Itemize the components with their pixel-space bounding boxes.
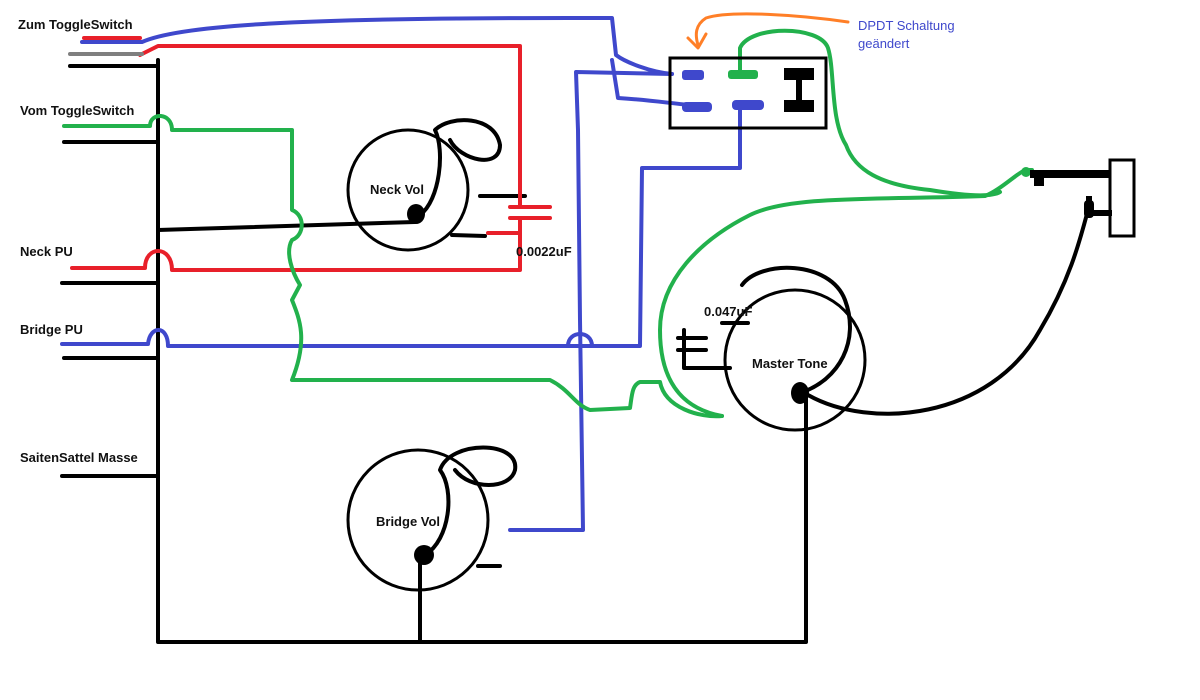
dpdt-note-line1: DPDT Schaltung — [858, 18, 955, 33]
dpdt-bridge-6 — [796, 80, 802, 100]
label-string-ground: SaitenSattel Masse — [20, 450, 138, 465]
neck-pickup-wiring — [70, 36, 552, 272]
jack-green-node — [1021, 167, 1031, 177]
toggle-return-wiring — [62, 28, 1034, 419]
label-neck-vol: Neck Vol — [370, 182, 424, 197]
label-neck-pu: Neck PU — [20, 244, 73, 259]
bridge-vol-pot — [346, 448, 490, 592]
dpdt-note-line2: geändert — [858, 36, 910, 51]
neck-vol-wiper — [407, 204, 425, 224]
label-master-tone: Master Tone — [752, 356, 828, 371]
ground-wiring — [60, 58, 1090, 644]
master-tone-wiper — [791, 382, 809, 404]
dpdt-lug-1 — [682, 70, 704, 80]
label-from-toggle: Vom ToggleSwitch — [20, 103, 134, 118]
bridge-pickup-wiring — [60, 16, 742, 532]
output-jack — [1030, 158, 1136, 238]
master-tone-pot — [723, 288, 867, 432]
pot-wipers — [407, 204, 809, 565]
bridge-vol-wiper — [414, 545, 434, 565]
label-cap-neck: 0.0022uF — [516, 244, 572, 259]
label-to-toggle: Zum ToggleSwitch — [18, 17, 133, 32]
dpdt-lug-3 — [784, 68, 814, 80]
dpdt-switch — [668, 56, 828, 130]
label-cap-tone: 0.047uF — [704, 304, 752, 319]
blue-crossover — [566, 332, 594, 348]
dpdt-annotation-arrow — [686, 12, 850, 50]
neck-vol-pot — [346, 128, 470, 252]
dpdt-lug-2 — [728, 70, 758, 79]
dpdt-lug-6 — [784, 100, 814, 112]
label-bridge-vol: Bridge Vol — [376, 514, 440, 529]
dpdt-lug-5 — [732, 100, 764, 110]
dpdt-lug-4 — [682, 102, 712, 112]
pots — [346, 128, 867, 592]
label-bridge-pu: Bridge PU — [20, 322, 83, 337]
